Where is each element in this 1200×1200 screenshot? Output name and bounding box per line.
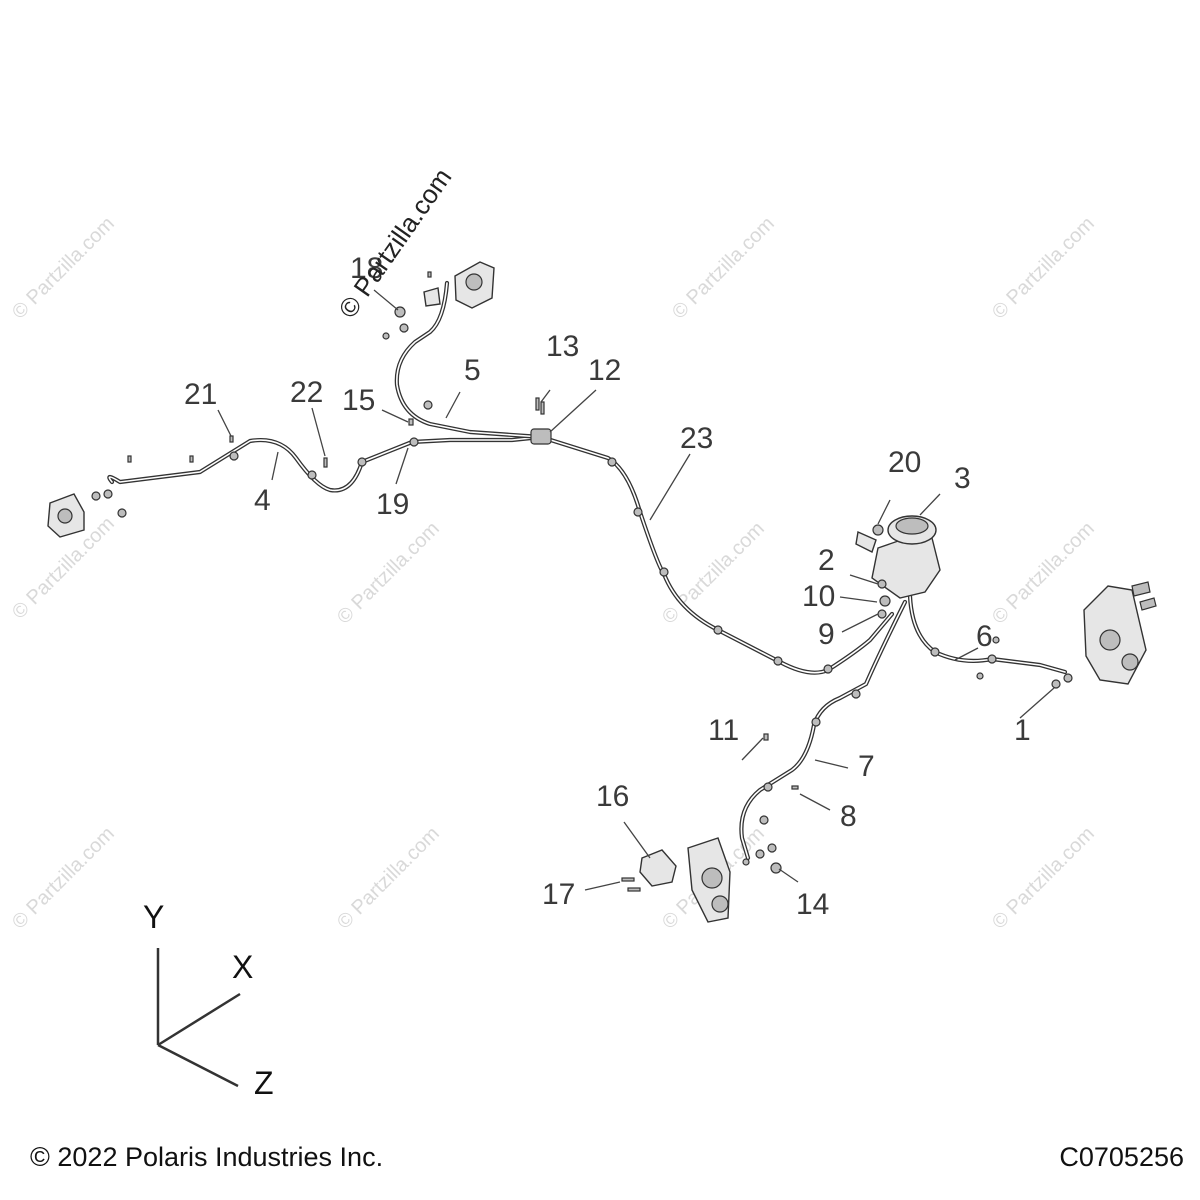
callout-4: 4 [254,484,271,517]
callout-5: 5 [464,354,481,387]
callout-23: 23 [680,422,713,455]
callout-11: 11 [708,714,739,747]
watermark: © Partzilla.com [8,823,119,934]
hose-clip [823,664,833,674]
callout-20: 20 [888,446,921,479]
hose-clip [773,656,783,666]
hose-clip [987,654,997,664]
callout-13: 13 [546,330,579,363]
callout-17: 17 [542,878,575,911]
callout-2: 2 [818,544,835,577]
hose-line-5 [394,280,544,440]
hose-clip [763,782,773,792]
rear-caliper [639,815,782,923]
watermark: © Partzilla.com [988,213,1099,324]
hose-clip [633,507,643,517]
rear-parking-caliper [382,261,495,340]
callout-6: 6 [976,620,993,653]
copyright-notice: © 2022 Polaris Industries Inc. [30,1142,384,1172]
callout-3: 3 [954,462,971,495]
axis-y-label: Y [143,899,164,935]
hose-clip [409,437,419,447]
hose-clip [607,457,617,467]
hose-clip [357,457,367,467]
hose-line-4 [107,434,544,493]
hose-clips [229,400,997,792]
hose-clip [713,625,723,635]
callout-7: 7 [858,750,875,783]
watermark: © Partzilla.com [668,213,779,324]
coordinate-axes: Y X Z [143,899,274,1101]
callout-9: 9 [818,618,835,651]
callout-16: 16 [596,780,629,813]
axis-z-label: Z [254,1065,274,1101]
brake-tee-junction [530,428,552,445]
right-front-caliper [976,581,1157,689]
callout-15: 15 [342,384,375,417]
callout-18: 18 [350,252,383,285]
hose-clip [811,717,821,727]
callout-22: 22 [290,376,323,409]
master-cylinder [855,515,941,619]
watermark: © Partzilla.com [658,518,769,629]
hose-clip [307,470,317,480]
callout-labels: 1 2 3 4 5 6 7 8 9 10 11 12 13 14 15 16 1… [184,252,1031,921]
drawing-code: C0705256 [1059,1142,1184,1172]
watermark: © Partzilla.com [8,213,119,324]
callout-12: 12 [588,354,621,387]
callout-19: 19 [376,488,409,521]
callout-1: 1 [1014,714,1031,747]
watermark: © Partzilla.com [988,823,1099,934]
callout-21: 21 [184,378,217,411]
axis-x-label: X [232,949,253,985]
callout-10: 10 [802,580,835,613]
callout-8: 8 [840,800,857,833]
callout-14: 14 [796,888,829,921]
hose-clip [930,647,940,657]
watermark: © Partzilla.com [988,518,1099,629]
hose-clip [659,567,669,577]
hose-clip [423,400,433,410]
watermark: © Partzilla.com [333,518,444,629]
left-front-caliper [47,489,127,538]
watermark: © Partzilla.com [333,823,444,934]
hose-clip [229,451,239,461]
hose-clip [851,689,861,699]
small-hardware [127,271,799,892]
leader-lines [217,289,1055,891]
